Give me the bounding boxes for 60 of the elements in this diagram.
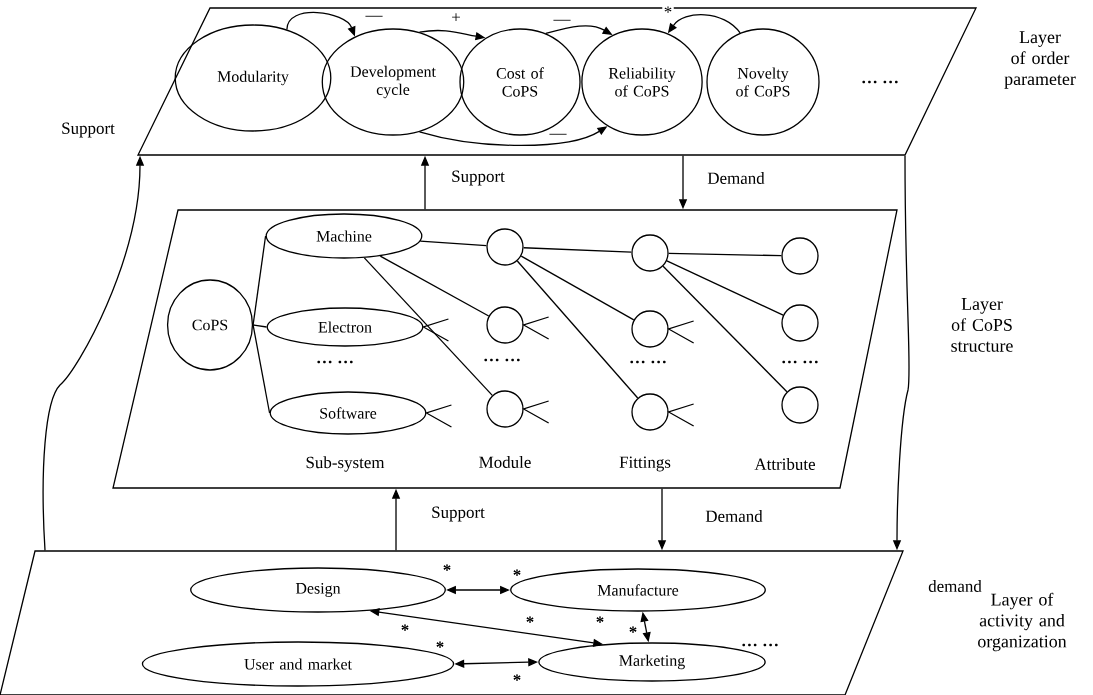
ellipse-node: Reliability of CoPS — [581, 28, 703, 136]
circle-node — [486, 228, 524, 266]
edge-label: Support — [449, 169, 507, 187]
ellipse-node: Novelty of CoPS — [706, 28, 820, 136]
asterisk-mark: * — [401, 624, 409, 631]
column-heading: Module — [479, 456, 531, 468]
ellipsis-mark: … … — [630, 360, 666, 364]
asterisk-mark: * — [443, 564, 451, 571]
ellipsis-mark: … … — [484, 358, 520, 362]
layer-label: Layer of activity and organization — [978, 592, 1067, 652]
ellipsis-mark: … … — [782, 360, 818, 364]
ellipsis-mark: … … — [742, 643, 778, 647]
connector-line — [379, 255, 490, 317]
edge-label: * — [662, 4, 674, 20]
asterisk-mark: * — [629, 626, 637, 633]
asterisk-mark: * — [596, 616, 604, 623]
column-heading: Sub-system — [306, 456, 385, 472]
connector-line — [666, 260, 784, 316]
edge-label: Support — [429, 505, 487, 523]
asterisk-mark: * — [513, 674, 521, 681]
edge-label: demand — [926, 578, 984, 594]
column-heading: Attribute — [754, 458, 815, 470]
layer-label: Layer of CoPS structure — [951, 298, 1013, 352]
ellipsis-mark: … … — [317, 360, 353, 364]
circle-node — [781, 237, 819, 275]
edge-label: Demand — [705, 170, 767, 186]
ellipse-node: Software — [269, 391, 427, 435]
edge-label: — — [364, 14, 384, 22]
circle-node — [781, 386, 819, 424]
asterisk-mark: * — [436, 641, 444, 648]
circle-node — [486, 306, 524, 344]
layer-label: Layer of order parameter — [1004, 31, 1076, 89]
column-heading: Fittings — [619, 456, 671, 472]
connector-line — [363, 257, 493, 396]
connector-line — [252, 324, 268, 328]
ellipse-node: Modularity — [174, 24, 332, 132]
circle-node — [631, 393, 669, 431]
connector-line — [523, 247, 632, 253]
edge-label: + — [449, 11, 463, 25]
connector-line — [516, 260, 639, 399]
connector-line — [662, 265, 788, 393]
circle-node — [631, 234, 669, 272]
ellipse-node: Machine — [265, 213, 423, 259]
edge-label: — — [552, 18, 572, 26]
ellipse-node: Development cycle — [321, 28, 465, 136]
edge-label: Demand — [703, 508, 765, 524]
ellipse-node: CoPS — [166, 279, 254, 371]
connector-line — [668, 252, 782, 257]
ellipsis-mark: … … — [862, 80, 898, 84]
circle-node — [631, 310, 669, 348]
circle-node — [781, 304, 819, 342]
connector-line — [419, 240, 488, 247]
ellipse-node: Electron — [266, 307, 424, 347]
edge-label: Support — [59, 121, 117, 139]
circle-node — [486, 390, 524, 428]
connector-line — [520, 255, 635, 321]
connector-line — [252, 324, 271, 414]
connector-line — [252, 235, 267, 326]
asterisk-mark: * — [526, 616, 534, 623]
asterisk-mark: * — [513, 569, 521, 576]
